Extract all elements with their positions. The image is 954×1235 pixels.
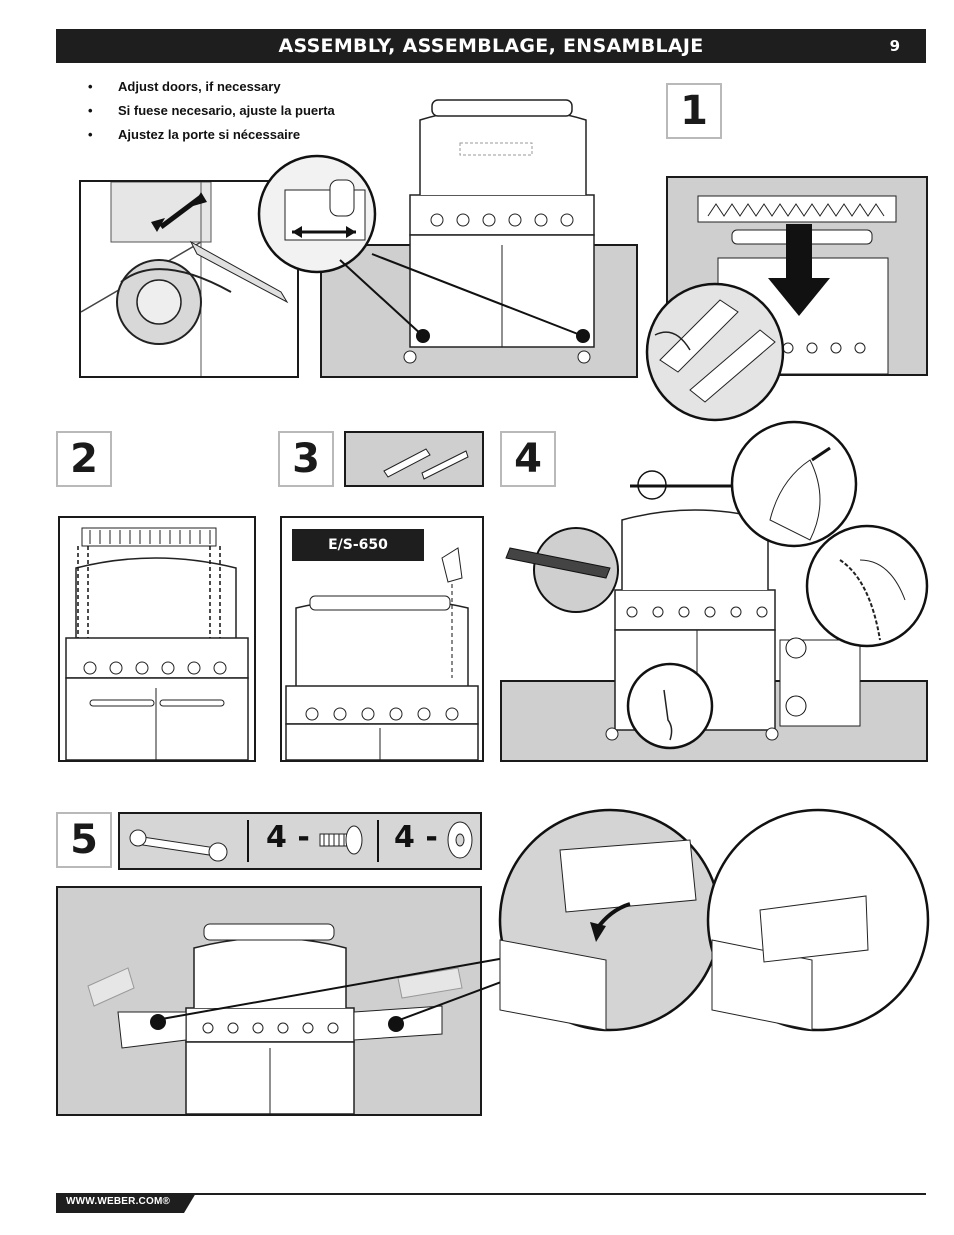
step-2-number: 2 (56, 431, 112, 487)
instruction-item: •Si fuese necesario, ajuste la puerta (88, 103, 335, 118)
step-5-parts-illustration (129, 820, 473, 862)
instruction-list: •Adjust doors, if necessary •Si fuese ne… (88, 78, 335, 150)
step-1-panel (666, 176, 928, 376)
step-3-parts-box (344, 431, 484, 487)
page-header: ASSEMBLY, ASSEMBLAGE, ENSAMBLAJE 9 (56, 29, 926, 63)
step-1-number: 1 (666, 83, 722, 139)
step-5-number: 5 (56, 812, 112, 868)
model-label: E/S-650 (292, 529, 424, 561)
step-4-number: 4 (500, 431, 556, 487)
step-3-number: 3 (278, 431, 334, 487)
grill-front-illustration (257, 99, 595, 364)
washer-quantity: 4 - (394, 820, 438, 855)
step-3-illustration (285, 547, 479, 760)
footer-rule (56, 1193, 926, 1195)
footer-url: WWW.WEBER.COM® (66, 1196, 171, 1207)
step-3-parts-illustration (383, 448, 469, 480)
step-1-callout (645, 282, 785, 422)
step-5-parts-box: 4 - 4 - (118, 812, 482, 870)
step-4-illustration (505, 420, 929, 750)
instruction-item: •Adjust doors, if necessary (88, 79, 281, 94)
page-number: 9 (889, 37, 900, 55)
footer-tab-shape (56, 1193, 196, 1213)
step-2-illustration (65, 527, 249, 760)
step-5-panel (56, 886, 482, 1116)
step-2-panel (58, 516, 256, 762)
screw-quantity: 4 - (266, 820, 310, 855)
page-title: ASSEMBLY, ASSEMBLAGE, ENSAMBLAJE (278, 35, 704, 57)
door-hinge-illustration (81, 182, 289, 376)
instruction-item: •Ajustez la porte si nécessaire (88, 127, 301, 142)
step-5-illustration (87, 923, 463, 1114)
footer-url-tab: WWW.WEBER.COM® (56, 1193, 196, 1213)
step-5-callouts (155, 808, 930, 1032)
